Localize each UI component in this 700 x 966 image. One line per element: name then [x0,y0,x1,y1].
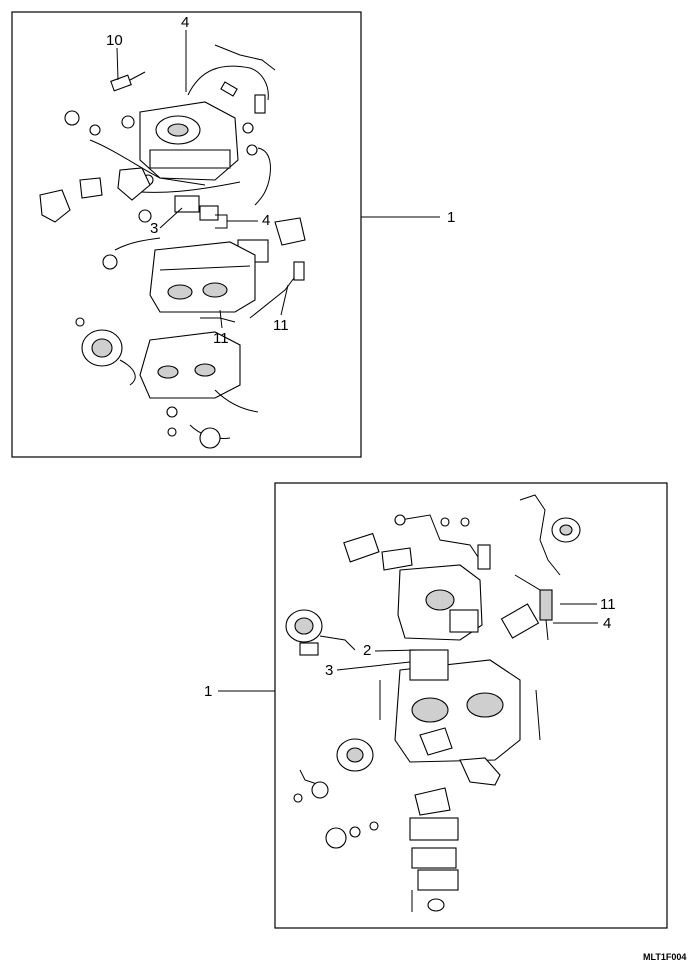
lower-callout-11: 11 [560,596,616,613]
upper-callout-11-left: 11 [213,309,229,347]
lower-main-body [293,649,541,803]
lower-top-levers [343,494,581,611]
upper-callout-4-bracket: 4 [215,212,270,229]
lower-callout-3: 3 [325,661,411,679]
upper-choke-housing [39,189,71,223]
lower-panel: 11 4 2 3 1 [204,482,668,929]
svg-text:11: 11 [600,596,616,613]
upper-callout-4-top: 4 [181,14,189,92]
lower-callout-4: 4 [553,615,611,632]
svg-text:4: 4 [181,14,189,31]
lower-outer-label: 1 [204,683,275,700]
upper-carburetor-top-cover [139,101,239,181]
figure-code: MLT1F004 [643,952,686,962]
lower-solenoid [500,589,553,641]
svg-text:1: 1 [447,209,455,226]
svg-text:3: 3 [150,220,158,237]
upper-callout-11-right: 11 [273,284,289,334]
svg-text:4: 4 [262,212,270,229]
upper-small-parts [39,71,306,270]
svg-text:10: 10 [106,32,123,49]
svg-text:1: 1 [204,683,212,700]
upper-panel-frame [11,11,362,458]
upper-outer-label: 1 [361,209,455,226]
upper-float-chamber-body [149,241,256,313]
lower-left-vacuum-unit [285,609,356,656]
svg-text:11: 11 [273,317,289,334]
upper-callout-3: 3 [150,207,183,237]
lower-callout-2: 2 [363,642,419,659]
upper-panel: 10 4 4 3 11 11 1 [11,11,455,458]
svg-text:4: 4 [603,615,611,632]
lower-upper-housing [397,564,483,641]
upper-throttle-body [75,261,305,449]
svg-text:3: 3 [325,662,333,679]
svg-text:11: 11 [213,330,229,347]
upper-callout-10: 10 [106,32,123,81]
lower-panel-frame [274,482,668,929]
lower-base-assembly [325,787,459,912]
svg-text:2: 2 [363,642,371,659]
